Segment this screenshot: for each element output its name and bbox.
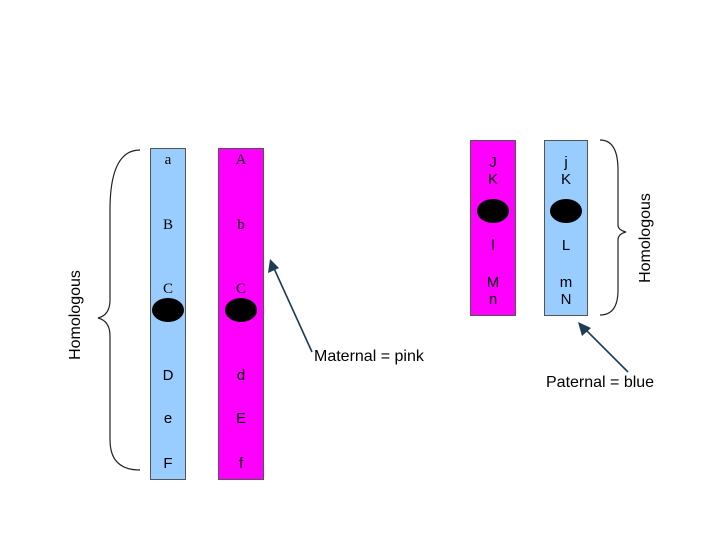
- gene-label: l: [491, 237, 495, 254]
- maternal-arrow: [271, 263, 313, 353]
- gene-label: D: [162, 367, 174, 384]
- left-brace: [97, 149, 141, 471]
- homologous-label-left: Homologous: [67, 270, 84, 360]
- right-brace: [599, 139, 627, 316]
- centromere: [225, 298, 257, 322]
- paternal-arrow: [581, 325, 629, 373]
- gene-label: B: [162, 217, 173, 233]
- gene-label: e: [163, 410, 173, 427]
- gene-label: j K: [560, 154, 571, 188]
- gene-label: C: [162, 281, 173, 297]
- gene-label: L: [561, 237, 571, 254]
- gene-label: b: [237, 217, 245, 233]
- gene-label: d: [236, 367, 246, 384]
- gene-label: M n: [486, 274, 500, 308]
- paternal-arrowhead: [578, 322, 591, 336]
- gene-label: A: [235, 152, 247, 168]
- gene-label: f: [238, 455, 244, 472]
- paternal-chromosome-right: [544, 140, 588, 316]
- paternal-annotation: Paternal = blue: [546, 374, 655, 391]
- maternal-annotation: Maternal = pink: [314, 348, 424, 365]
- gene-label: a: [164, 152, 172, 168]
- centromere: [550, 199, 582, 223]
- gene-label: F: [163, 455, 173, 472]
- gene-label: m N: [559, 274, 573, 308]
- centromere: [477, 199, 509, 223]
- gene-label: C: [235, 281, 246, 297]
- maternal-chromosome-right: [470, 140, 516, 316]
- gene-label: E: [235, 410, 246, 427]
- homologous-label-right: Homologous: [637, 193, 654, 283]
- centromere: [152, 298, 184, 322]
- maternal-arrowhead: [268, 259, 279, 273]
- gene-label: J K: [487, 154, 498, 188]
